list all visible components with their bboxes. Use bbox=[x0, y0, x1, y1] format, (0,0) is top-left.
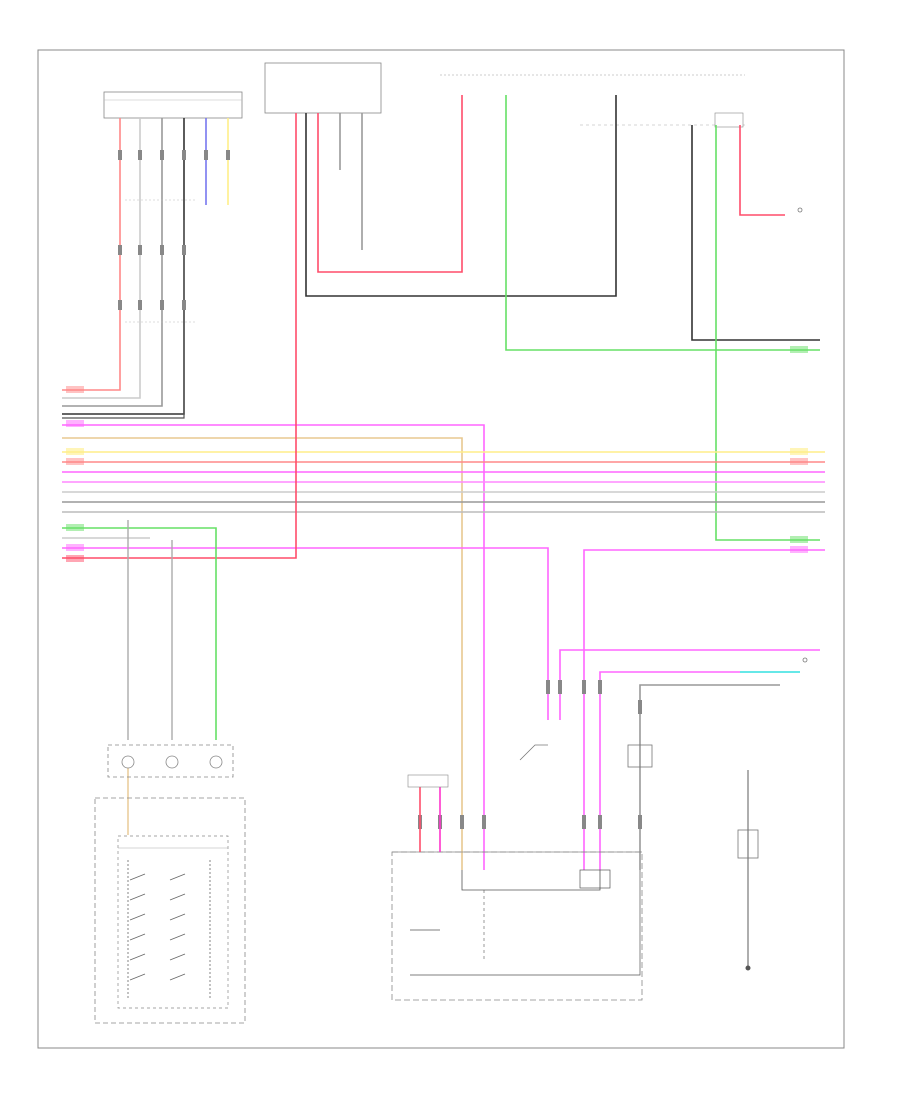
bus-wire-labels bbox=[66, 346, 808, 562]
steering-pad-switch-block bbox=[94, 797, 246, 1024]
spiral-cable-connector bbox=[107, 744, 234, 778]
switch-icon bbox=[127, 860, 211, 1000]
combination-meter-block bbox=[391, 851, 643, 1001]
top-left-connector-block bbox=[103, 91, 243, 119]
coil-icon bbox=[627, 744, 759, 859]
lower-connectors bbox=[418, 680, 642, 829]
steering-switch-wires bbox=[127, 520, 173, 835]
top-middle-wire-group bbox=[305, 95, 820, 541]
meter-input-wires bbox=[419, 785, 441, 852]
lower-right-wire-group bbox=[559, 649, 820, 960]
meter-top-connector bbox=[407, 774, 449, 788]
main-body-ecu-block bbox=[264, 62, 382, 114]
diagram-border bbox=[37, 49, 845, 1049]
left-group-connectors bbox=[118, 150, 230, 310]
top-right-connector bbox=[714, 112, 744, 128]
connector-icon bbox=[519, 207, 808, 761]
top-left-wire-group bbox=[62, 118, 229, 419]
ground-icon bbox=[745, 960, 751, 971]
horizontal-bus bbox=[62, 113, 825, 870]
